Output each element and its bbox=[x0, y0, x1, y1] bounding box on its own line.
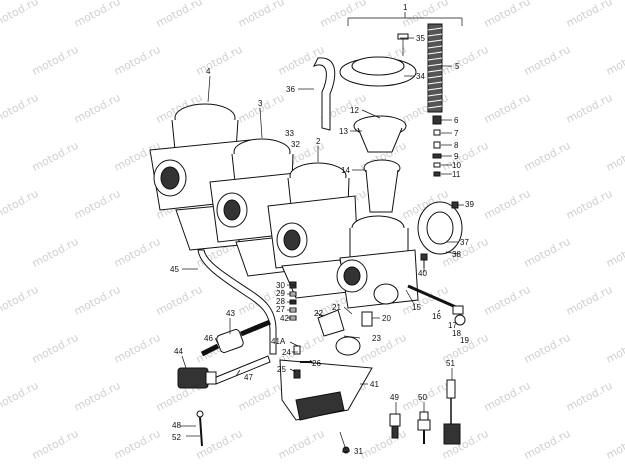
small-parts-6-11 bbox=[432, 115, 442, 177]
label-23: 23 bbox=[372, 334, 381, 343]
label-36: 36 bbox=[286, 85, 295, 94]
leader-lines bbox=[180, 37, 464, 453]
label-22: 22 bbox=[314, 309, 323, 318]
label-34: 34 bbox=[416, 72, 425, 81]
label-52: 52 bbox=[172, 433, 181, 442]
label-47: 47 bbox=[244, 373, 253, 382]
label-29: 29 bbox=[276, 289, 285, 298]
label-35: 35 bbox=[416, 34, 425, 43]
label-1: 1 bbox=[403, 3, 408, 12]
label-49: 49 bbox=[390, 393, 399, 402]
label-18: 18 bbox=[452, 329, 461, 338]
label-10: 10 bbox=[452, 161, 461, 170]
label-26: 26 bbox=[312, 359, 321, 368]
label-41: 41 bbox=[370, 380, 379, 389]
tube-part-36 bbox=[312, 57, 336, 131]
label-44: 44 bbox=[174, 347, 183, 356]
label-42: 42 bbox=[280, 314, 289, 323]
sensor-part-51 bbox=[443, 379, 461, 445]
screws-parts-27-30 bbox=[289, 281, 297, 321]
label-39: 39 bbox=[465, 200, 474, 209]
label-27: 27 bbox=[276, 305, 285, 314]
parts-24-26 bbox=[293, 345, 312, 379]
label-33: 33 bbox=[285, 129, 294, 138]
label-9: 9 bbox=[454, 152, 459, 161]
sensor-part-44 bbox=[177, 367, 217, 389]
label-19: 19 bbox=[460, 336, 469, 345]
label-4: 4 bbox=[206, 67, 211, 76]
label-25: 25 bbox=[277, 365, 286, 374]
label-14: 14 bbox=[341, 166, 350, 175]
label-32: 32 bbox=[291, 140, 300, 149]
spring-part-5 bbox=[427, 23, 443, 113]
hose-part-47 bbox=[213, 355, 271, 385]
bracket-part-1 bbox=[347, 12, 463, 26]
piston-part-14 bbox=[363, 159, 401, 213]
label-28: 28 bbox=[276, 297, 285, 306]
hose-part-45 bbox=[197, 249, 277, 355]
label-40: 40 bbox=[418, 269, 427, 278]
label-6: 6 bbox=[454, 116, 459, 125]
label-24: 24 bbox=[282, 348, 291, 357]
label-13: 13 bbox=[339, 127, 348, 136]
fuel-filter-part-43 bbox=[200, 319, 271, 357]
label-48: 48 bbox=[172, 421, 181, 430]
fuel-joint-parts-20-23 bbox=[317, 309, 373, 356]
top-cap-part-34 bbox=[339, 56, 417, 87]
carburetor-body-part-2 bbox=[267, 162, 359, 299]
label-17: 17 bbox=[448, 321, 457, 330]
label-8: 8 bbox=[454, 141, 459, 150]
label-37: 37 bbox=[460, 238, 469, 247]
throttle-screw-parts-15-19 bbox=[407, 284, 466, 326]
label-15: 15 bbox=[412, 303, 421, 312]
label-51: 51 bbox=[446, 359, 455, 368]
label-45: 45 bbox=[170, 265, 179, 274]
label-43: 43 bbox=[226, 309, 235, 318]
label-3: 3 bbox=[258, 99, 263, 108]
label-50: 50 bbox=[418, 393, 427, 402]
label-21: 21 bbox=[332, 303, 341, 312]
label-16: 16 bbox=[432, 312, 441, 321]
label-31: 31 bbox=[354, 447, 363, 456]
screw-part-40 bbox=[420, 253, 428, 268]
label-2: 2 bbox=[316, 137, 321, 146]
screw-part-35 bbox=[397, 33, 409, 56]
diaphragm-part-12 bbox=[353, 115, 407, 153]
label-11: 11 bbox=[452, 170, 461, 179]
label-41a: 41A bbox=[271, 337, 286, 346]
callout-labels: 1 35 5 34 36 12 13 14 4 3 33 32 2 6 7 8 … bbox=[170, 3, 474, 456]
label-5: 5 bbox=[455, 62, 460, 71]
label-20: 20 bbox=[382, 314, 391, 323]
clip-part-39 bbox=[451, 201, 459, 209]
label-38: 38 bbox=[452, 250, 461, 259]
probe-part-48 bbox=[196, 410, 204, 447]
screw-part-31 bbox=[339, 431, 350, 454]
label-12: 12 bbox=[350, 106, 359, 115]
label-30: 30 bbox=[276, 281, 285, 290]
label-7: 7 bbox=[454, 129, 459, 138]
label-46: 46 bbox=[204, 334, 213, 343]
intake-ring-part-37 bbox=[417, 201, 463, 255]
sensor-part-49 bbox=[389, 413, 401, 439]
carburetor-body-front bbox=[336, 215, 419, 309]
bracket-part-41 bbox=[279, 359, 373, 421]
sensor-part-50 bbox=[417, 411, 431, 444]
